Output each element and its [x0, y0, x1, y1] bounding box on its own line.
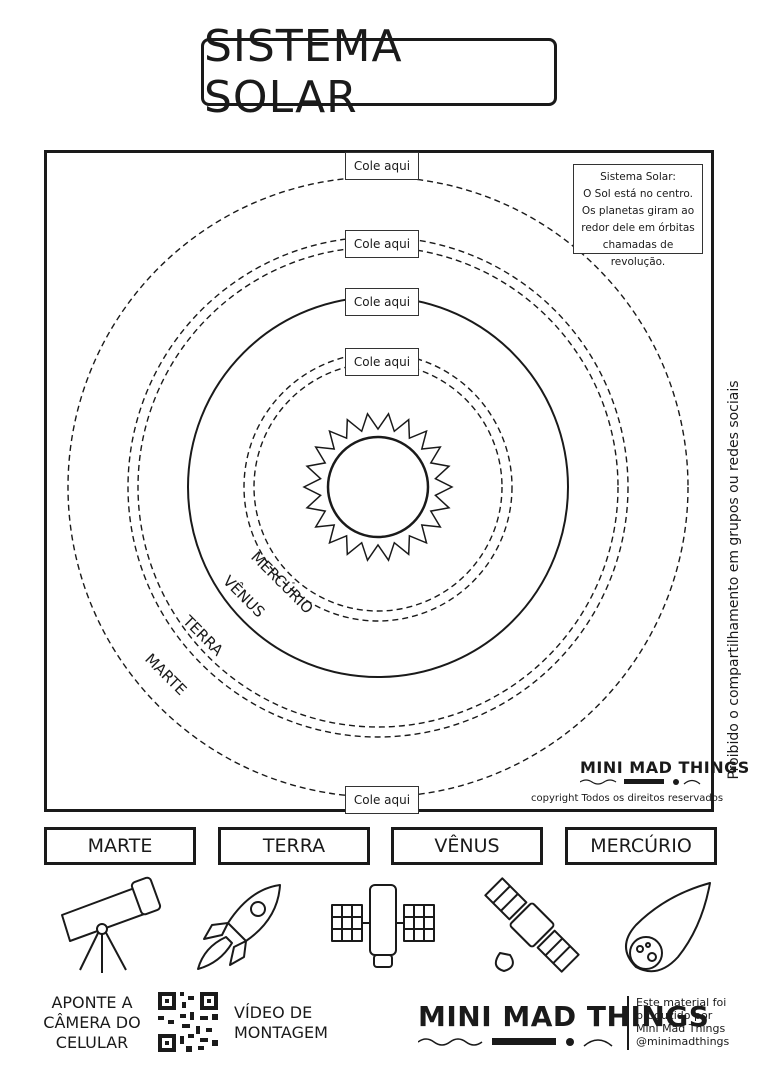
terra-orbit-outer — [127, 236, 629, 738]
info-line: Os planetas giram ao — [581, 205, 695, 217]
paste-slot-marte[interactable]: Cole aqui — [345, 152, 419, 180]
info-line: Sistema Solar: — [600, 171, 676, 183]
brand-logo-small: MINI MAD THINGS — [580, 758, 750, 777]
telescope-icon — [61, 876, 162, 973]
paste-slot-terra[interactable]: Cole aqui — [345, 230, 419, 258]
rocket-icon — [197, 884, 281, 970]
credit-line: @minimadthings — [636, 1035, 730, 1048]
copyright-text: copyright Todos os direitos reservados — [531, 793, 724, 804]
video-label: VÍDEO DE MONTAGEM — [234, 1003, 328, 1043]
qr-instruction-line: APONTE A — [51, 993, 133, 1012]
planet-label-marte[interactable]: MARTE — [44, 827, 196, 865]
comet-icon — [625, 882, 711, 973]
planet-label-venus[interactable]: VÊNUS — [391, 827, 543, 865]
brand-divider — [627, 996, 629, 1050]
brand-logo-large: MINI MAD THINGS — [418, 1000, 710, 1033]
info-line: redor dele em órbitas — [581, 222, 695, 234]
info-line: O Sol está no centro. — [583, 188, 693, 200]
sharing-warning: Proibido o compartilhamento em grupos ou… — [726, 380, 742, 780]
planet-label-mercurio[interactable]: MERCÚRIO — [565, 827, 717, 865]
qr-instruction-line: CÂMERA DO — [43, 1013, 141, 1032]
space-station-icon — [331, 884, 435, 968]
stickers-row — [61, 876, 711, 973]
video-label-line: VÍDEO DE — [234, 1003, 313, 1022]
sun-icon — [302, 412, 454, 562]
credit-line: Este material foi — [636, 996, 727, 1009]
credit-text: Este material foi produzido por Mini Mad… — [636, 996, 729, 1048]
qr-instruction: APONTE A CÂMERA DO CELULAR — [40, 993, 144, 1053]
video-label-line: MONTAGEM — [234, 1023, 328, 1042]
brand-underline-icon — [580, 779, 701, 785]
info-line: chamadas de revolução. — [602, 239, 674, 268]
qr-instruction-line: CELULAR — [55, 1033, 129, 1052]
credit-line: produzido por — [636, 1009, 713, 1022]
planet-label-terra[interactable]: TERRA — [218, 827, 370, 865]
paste-slot-bottom[interactable]: Cole aqui — [345, 786, 419, 814]
paste-slot-mercurio[interactable]: Cole aqui — [345, 348, 419, 376]
paste-slot-venus[interactable]: Cole aqui — [345, 288, 419, 316]
info-box: Sistema Solar: O Sol está no centro. Os … — [573, 164, 703, 268]
qr-code-icon[interactable] — [156, 990, 220, 1054]
satellite-icon — [484, 877, 580, 973]
brand-large-underline-icon — [418, 1038, 613, 1047]
credit-line: Mini Mad Things — [636, 1022, 726, 1035]
